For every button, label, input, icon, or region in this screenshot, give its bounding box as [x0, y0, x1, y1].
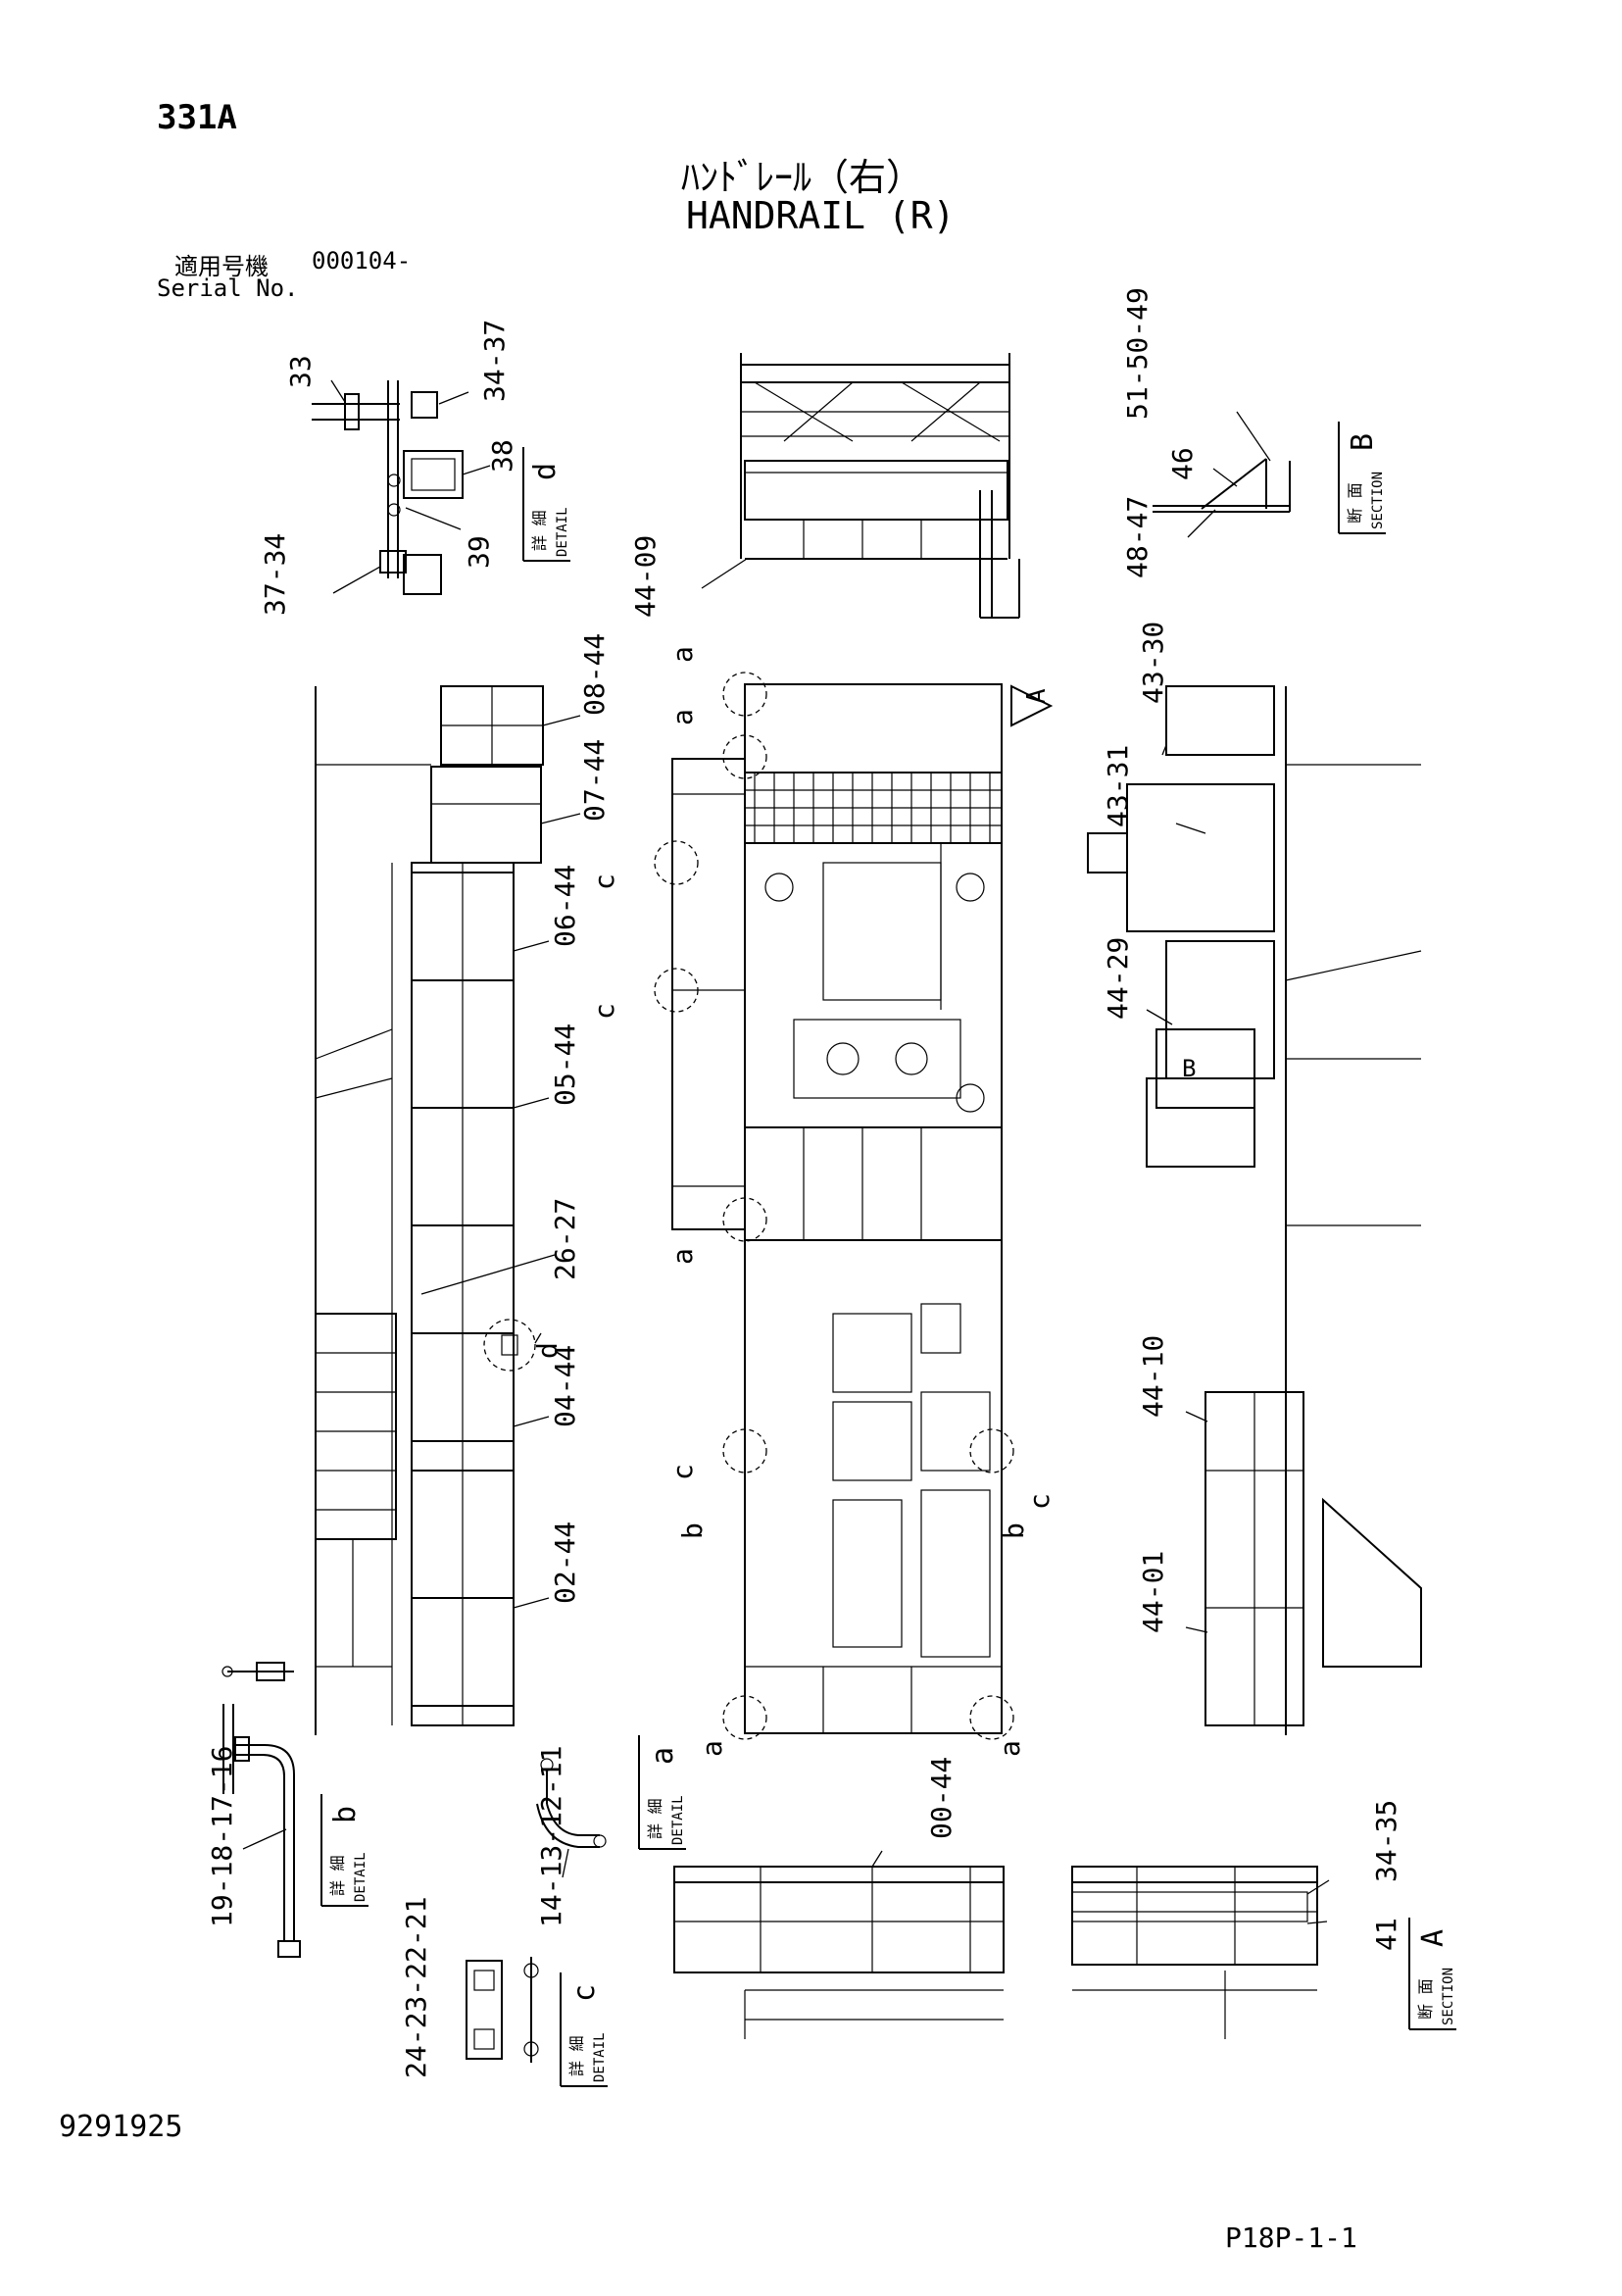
ref-c-3: c: [666, 1464, 699, 1480]
callout-44-09: 44-09: [629, 535, 662, 618]
callout-labels: 33 34-37 38 39 37-34 44-09 51-50-49 46 4…: [206, 287, 1402, 2078]
detail-label-en-c: DETAIL: [592, 2032, 608, 2082]
serial-label-jp: 適用号機: [174, 253, 269, 280]
ref-a-3: a: [666, 1248, 699, 1265]
callout-44-01: 44-01: [1137, 1551, 1169, 1633]
detail-label-en-a: DETAIL: [670, 1795, 686, 1845]
callout-34-35: 34-35: [1370, 1800, 1402, 1882]
ref-section-b-plan: B: [1182, 1055, 1196, 1082]
detail-label-en: DETAIL: [555, 507, 570, 557]
callout-19-16: 19-18-17-16: [206, 1746, 238, 1927]
page-reference: P18P-1-1: [1225, 2221, 1357, 2254]
callout-43-30: 43-30: [1137, 622, 1169, 704]
callout-44-10: 44-10: [1137, 1335, 1169, 1418]
ref-d-plan: d: [531, 1342, 564, 1359]
detail-c-label: c 詳 細 DETAIL: [560, 1972, 608, 2087]
callout-46: 46: [1166, 447, 1199, 480]
callout-34-37-top: 34-37: [478, 320, 511, 402]
callout-41: 41: [1370, 1918, 1402, 1951]
serial-value: 000104-: [312, 247, 412, 275]
callout-48-47: 48-47: [1121, 496, 1154, 578]
section-label-jp-b: 断 面: [1346, 482, 1364, 524]
ref-a-5: a: [994, 1740, 1026, 1757]
callout-05-44: 05-44: [549, 1023, 581, 1106]
detail-label-jp-b: 詳 細: [328, 1855, 347, 1896]
section-label-en-b: SECTION: [1370, 472, 1386, 529]
ref-a-2: a: [666, 709, 699, 725]
end-view-top: [701, 353, 1020, 619]
ref-section-a-arrow: A: [1022, 688, 1052, 704]
detail-ref-letters: a a c c a d c b b c a a A B: [531, 646, 1196, 1757]
ref-c-4: c: [1023, 1493, 1056, 1510]
detail-ref-d-top: d: [528, 463, 563, 480]
section-label-en-a: SECTION: [1441, 1968, 1456, 2025]
page-title-en: HANDRAIL (R): [686, 194, 956, 237]
section-b-label: B 断 面 SECTION: [1338, 422, 1386, 534]
section-b-drawing: [1153, 411, 1291, 538]
document-number: 9291925: [59, 2110, 183, 2144]
callout-07-44: 07-44: [578, 739, 611, 822]
detail-ref-a: a: [646, 1747, 680, 1765]
detail-label-en-b: DETAIL: [353, 1852, 369, 1902]
right-side-view: [1087, 685, 1422, 1735]
detail-b-label: b 詳 細 DETAIL: [320, 1794, 369, 1907]
callout-44-29: 44-29: [1102, 937, 1134, 1020]
callout-26-27: 26-27: [549, 1198, 581, 1280]
section-a-label: A 断 面 SECTION: [1408, 1918, 1456, 2030]
section-a-drawing: [1071, 1866, 1330, 2039]
page-title-jp: ﾊﾝﾄﾞﾚｰﾙ（右）: [681, 156, 924, 199]
ref-a-1: a: [666, 646, 699, 663]
detail-ref-b: b: [328, 1806, 363, 1823]
detail-label-jp: 詳 細: [530, 510, 549, 551]
front-view-bottom: [673, 1850, 1005, 2039]
callout-04-44: 04-44: [549, 1345, 581, 1427]
callout-24-21: 24-23-22-21: [400, 1897, 432, 2078]
ref-a-4: a: [696, 1740, 728, 1757]
left-side-view: [315, 685, 581, 1735]
ref-c-1: c: [588, 873, 620, 890]
detail-label-jp-c: 詳 細: [567, 2035, 586, 2076]
callout-38: 38: [486, 439, 518, 473]
center-plan-view: [654, 672, 1054, 1740]
callout-08-44: 08-44: [578, 633, 611, 716]
detail-c-drawing: [466, 1957, 539, 2063]
callout-14-11: 14-13-12-11: [535, 1746, 567, 1927]
ref-c-2: c: [588, 1003, 620, 1020]
ref-b-2: b: [998, 1522, 1030, 1539]
ref-b-1: b: [676, 1522, 709, 1539]
callout-33: 33: [284, 355, 317, 388]
serial-label-en: Serial No.: [157, 275, 299, 302]
detail-d-label: d 詳 細 DETAIL: [522, 447, 570, 562]
detail-ref-c: c: [567, 1984, 602, 2002]
detail-label-jp-a: 詳 細: [646, 1798, 664, 1839]
callout-00-44: 00-44: [925, 1757, 958, 1839]
callout-02-44: 02-44: [549, 1522, 581, 1604]
callout-37-34: 37-34: [259, 533, 291, 616]
section-ref-b: B: [1346, 433, 1380, 451]
detail-a-drawing: [536, 1758, 607, 1878]
callout-43-31: 43-31: [1102, 745, 1134, 827]
detail-a-label: a 詳 細 DETAIL: [638, 1735, 686, 1850]
callout-51-50-49: 51-50-49: [1121, 287, 1154, 420]
detail-d-drawing: [312, 379, 491, 595]
page-code: 331A: [157, 98, 237, 137]
callout-39: 39: [463, 535, 495, 569]
section-label-jp-a: 断 面: [1416, 1978, 1435, 2020]
detail-b-drawing: [221, 1662, 301, 1958]
callout-06-44: 06-44: [549, 865, 581, 947]
section-ref-a: A: [1416, 1929, 1450, 1947]
